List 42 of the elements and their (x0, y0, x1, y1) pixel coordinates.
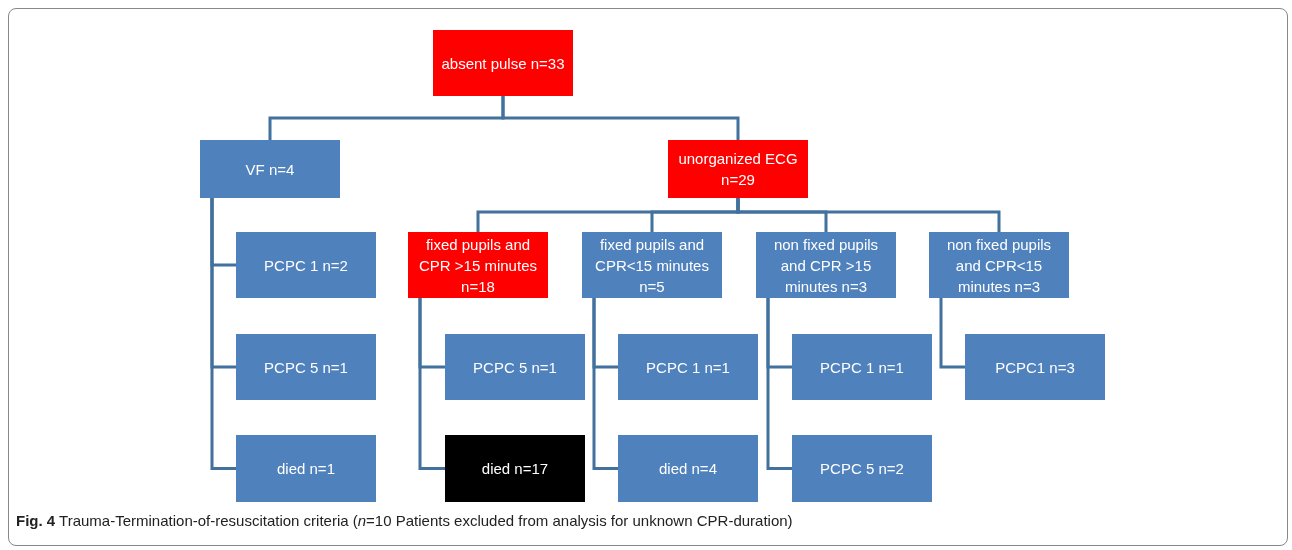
process-box (618, 334, 758, 400)
connector-line (418, 298, 445, 470)
process-box (445, 435, 585, 502)
box-label: died n=1 (277, 459, 335, 479)
box-label: PCPC 1 n=1 (820, 357, 904, 378)
box-label: fixed pupils and CPR >15 minutes n=18 (418, 234, 538, 297)
box-label: PCPC 1 n=2 (264, 255, 348, 276)
process-box (408, 232, 548, 298)
process-box (200, 140, 340, 198)
figure-caption: Fig. 4 Trauma-Termination-of-resuscitation criteria (n=10 Patients excluded from analysis for unknown CPR-duration) (16, 511, 793, 531)
process-box (582, 232, 722, 298)
process-box (618, 435, 758, 502)
connector-line (501, 96, 740, 140)
process-box (445, 334, 585, 400)
connector-line (592, 298, 618, 470)
box-label: fixed pupils and CPR<15 minutes n=5 (594, 234, 710, 297)
process-box (965, 334, 1105, 400)
process-box (236, 435, 376, 502)
box-label: PCPC 1 n=1 (646, 357, 730, 378)
process-box (792, 334, 932, 400)
box-label: PCPC 5 n=2 (820, 459, 904, 479)
box-label: PCPC1 n=3 (995, 357, 1075, 378)
process-box (792, 435, 932, 502)
process-box (433, 30, 573, 96)
box-label: PCPC 5 n=1 (264, 357, 348, 378)
process-box (668, 140, 808, 198)
box-label: died n=4 (659, 459, 717, 479)
box-label: absent pulse n=33 (441, 53, 565, 74)
connector-line (210, 198, 236, 470)
box-label: died n=17 (481, 459, 549, 479)
box-label: unorganized ECG n=29 (677, 149, 799, 190)
connector-line (736, 198, 1001, 232)
connector-line (939, 298, 965, 369)
box-label: VF n=4 (245, 159, 295, 180)
process-box (236, 232, 376, 298)
process-box (756, 232, 896, 298)
connector-line (766, 298, 792, 470)
box-label: non fixed pupils and CPR<15 minutes n=3 (945, 234, 1053, 297)
box-label: non fixed pupils and CPR >15 minutes n=3 (772, 234, 880, 297)
process-box (236, 334, 376, 400)
box-label: PCPC 5 n=1 (473, 357, 557, 378)
process-box (929, 232, 1069, 298)
